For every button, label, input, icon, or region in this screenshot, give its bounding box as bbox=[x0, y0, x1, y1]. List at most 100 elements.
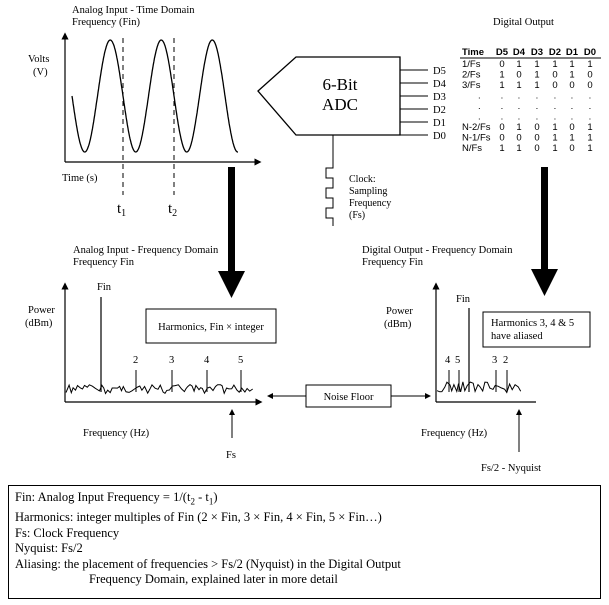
table-header-cell: D2 bbox=[549, 47, 561, 58]
table-cell: . bbox=[589, 112, 592, 123]
table-cell: 0 bbox=[499, 133, 504, 144]
time-domain-title-1: Analog Input - Time Domain bbox=[72, 5, 195, 16]
table-cell: 1 bbox=[569, 70, 574, 81]
adc-label-1: 6-Bit bbox=[323, 75, 358, 94]
table-cell: . bbox=[501, 91, 504, 102]
down-arrow-right bbox=[531, 167, 558, 296]
table-cell: 0 bbox=[534, 122, 539, 133]
table-cell: . bbox=[554, 91, 557, 102]
harmonics-box-text: Harmonics, Fin × integer bbox=[158, 322, 264, 333]
table-cell: . bbox=[478, 101, 481, 112]
table-cell: 0 bbox=[569, 122, 574, 133]
legend-harmonics: Harmonics: integer multiples of Fin (2 ×… bbox=[15, 510, 382, 524]
fin-label: Fin bbox=[97, 282, 112, 293]
table-cell: 1 bbox=[569, 133, 574, 144]
table-cell: 0 bbox=[569, 80, 574, 91]
adc-label-2: ADC bbox=[322, 95, 358, 114]
table-cell: . bbox=[571, 91, 574, 102]
clock-label-2: Sampling bbox=[349, 186, 387, 197]
analog-power-label: Power bbox=[28, 305, 55, 316]
legend-aliasing-cont: Frequency Domain, explained later in mor… bbox=[89, 572, 338, 586]
table-cell: 1/Fs bbox=[462, 59, 481, 70]
table-header-cell: D4 bbox=[513, 47, 526, 58]
table-cell: N-1/Fs bbox=[462, 133, 491, 144]
table-cell: 1 bbox=[552, 133, 557, 144]
table-header-cell: D0 bbox=[584, 47, 596, 58]
noise-floor-box bbox=[305, 384, 392, 408]
analog-power-unit: (dBm) bbox=[25, 318, 53, 329]
table-cell: 1 bbox=[516, 80, 521, 91]
digital-freq-title-2: Frequency Fin bbox=[362, 257, 424, 268]
volts-unit: (V) bbox=[33, 67, 48, 78]
table-cell: 1 bbox=[516, 59, 521, 70]
table-cell: 1 bbox=[534, 59, 539, 70]
table-cell: . bbox=[554, 112, 557, 123]
table-cell: 1 bbox=[516, 122, 521, 133]
table-cell: . bbox=[554, 101, 557, 112]
harmonic-5-label: 5 bbox=[238, 355, 243, 366]
legend-fs: Fs: Clock Frequency bbox=[15, 525, 120, 540]
digital-power-unit: (dBm) bbox=[384, 319, 412, 330]
harmonic-3-label: 3 bbox=[169, 355, 174, 366]
table-cell: 0 bbox=[499, 59, 504, 70]
table-cell: . bbox=[571, 112, 574, 123]
table-cell: . bbox=[589, 101, 592, 112]
table-cell: 1 bbox=[587, 122, 592, 133]
sine-wave bbox=[71, 39, 238, 153]
table-cell: 0 bbox=[552, 80, 557, 91]
harmonics-box bbox=[145, 308, 277, 344]
clock-waveform bbox=[325, 160, 334, 226]
table-cell: . bbox=[518, 112, 521, 123]
table-header-cell: D3 bbox=[531, 47, 543, 58]
table-cell: . bbox=[536, 112, 539, 123]
table-cell: 1 bbox=[516, 143, 521, 154]
analog-freq-x-label: Frequency (Hz) bbox=[83, 428, 150, 439]
digital-freq-x-label: Frequency (Hz) bbox=[421, 428, 488, 439]
table-cell: 0 bbox=[534, 133, 539, 144]
fs-label: Fs bbox=[226, 450, 236, 461]
table-cell: 1 bbox=[552, 59, 557, 70]
table-cell: 0 bbox=[534, 143, 539, 154]
table-cell: 0 bbox=[516, 70, 521, 81]
table-cell: 1 bbox=[552, 143, 557, 154]
table-cell: . bbox=[571, 101, 574, 112]
table-header-cell: D5 bbox=[496, 47, 509, 58]
t1-label: t1 bbox=[117, 201, 126, 219]
analog-noise-trace bbox=[65, 383, 253, 395]
table-cell: 1 bbox=[499, 80, 504, 91]
table-cell: 1 bbox=[587, 143, 592, 154]
aliased-box-text-1: Harmonics 3, 4 & 5 bbox=[491, 318, 574, 329]
nyquist-label: Fs/2 - Nyquist bbox=[481, 463, 541, 474]
table-cell: 0 bbox=[552, 70, 557, 81]
analog-freq-title-2: Frequency Fin bbox=[73, 257, 135, 268]
digital-power-label: Power bbox=[386, 306, 413, 317]
table-cell: . bbox=[518, 101, 521, 112]
legend-fin: Fin: Analog Input Frequency = 1/(t2 - t1… bbox=[15, 490, 218, 507]
table-header-cell: Time bbox=[462, 47, 484, 58]
legend-nyquist: Nyquist: Fs/2 bbox=[15, 541, 83, 555]
table-cell: N/Fs bbox=[462, 143, 482, 154]
aliased-box-text-2: have aliased bbox=[491, 331, 543, 342]
table-cell: 1 bbox=[534, 70, 539, 81]
table-cell: 0 bbox=[587, 70, 592, 81]
table-cell: 1 bbox=[587, 133, 592, 144]
digital-noise-trace bbox=[436, 381, 522, 394]
alias-2-label: 2 bbox=[503, 355, 508, 366]
noise-floor-label: Noise Floor bbox=[324, 392, 374, 403]
output-d0: D0 bbox=[433, 131, 446, 142]
output-d5: D5 bbox=[433, 66, 446, 77]
digital-freq-title-1: Digital Output - Frequency Domain bbox=[362, 245, 513, 256]
volts-label: Volts bbox=[28, 54, 49, 65]
table-cell: . bbox=[478, 112, 481, 123]
table-cell: . bbox=[589, 91, 592, 102]
definitions-box: Fin: Analog Input Frequency = 1/(t2 - t1… bbox=[8, 485, 601, 599]
table-cell: . bbox=[536, 91, 539, 102]
output-d2: D2 bbox=[433, 105, 446, 116]
alias-3-label: 3 bbox=[492, 355, 497, 366]
table-cell: 0 bbox=[569, 143, 574, 154]
clock-label-3: Frequency bbox=[349, 198, 391, 209]
down-arrow-left bbox=[218, 167, 245, 298]
table-cell: 1 bbox=[587, 59, 592, 70]
